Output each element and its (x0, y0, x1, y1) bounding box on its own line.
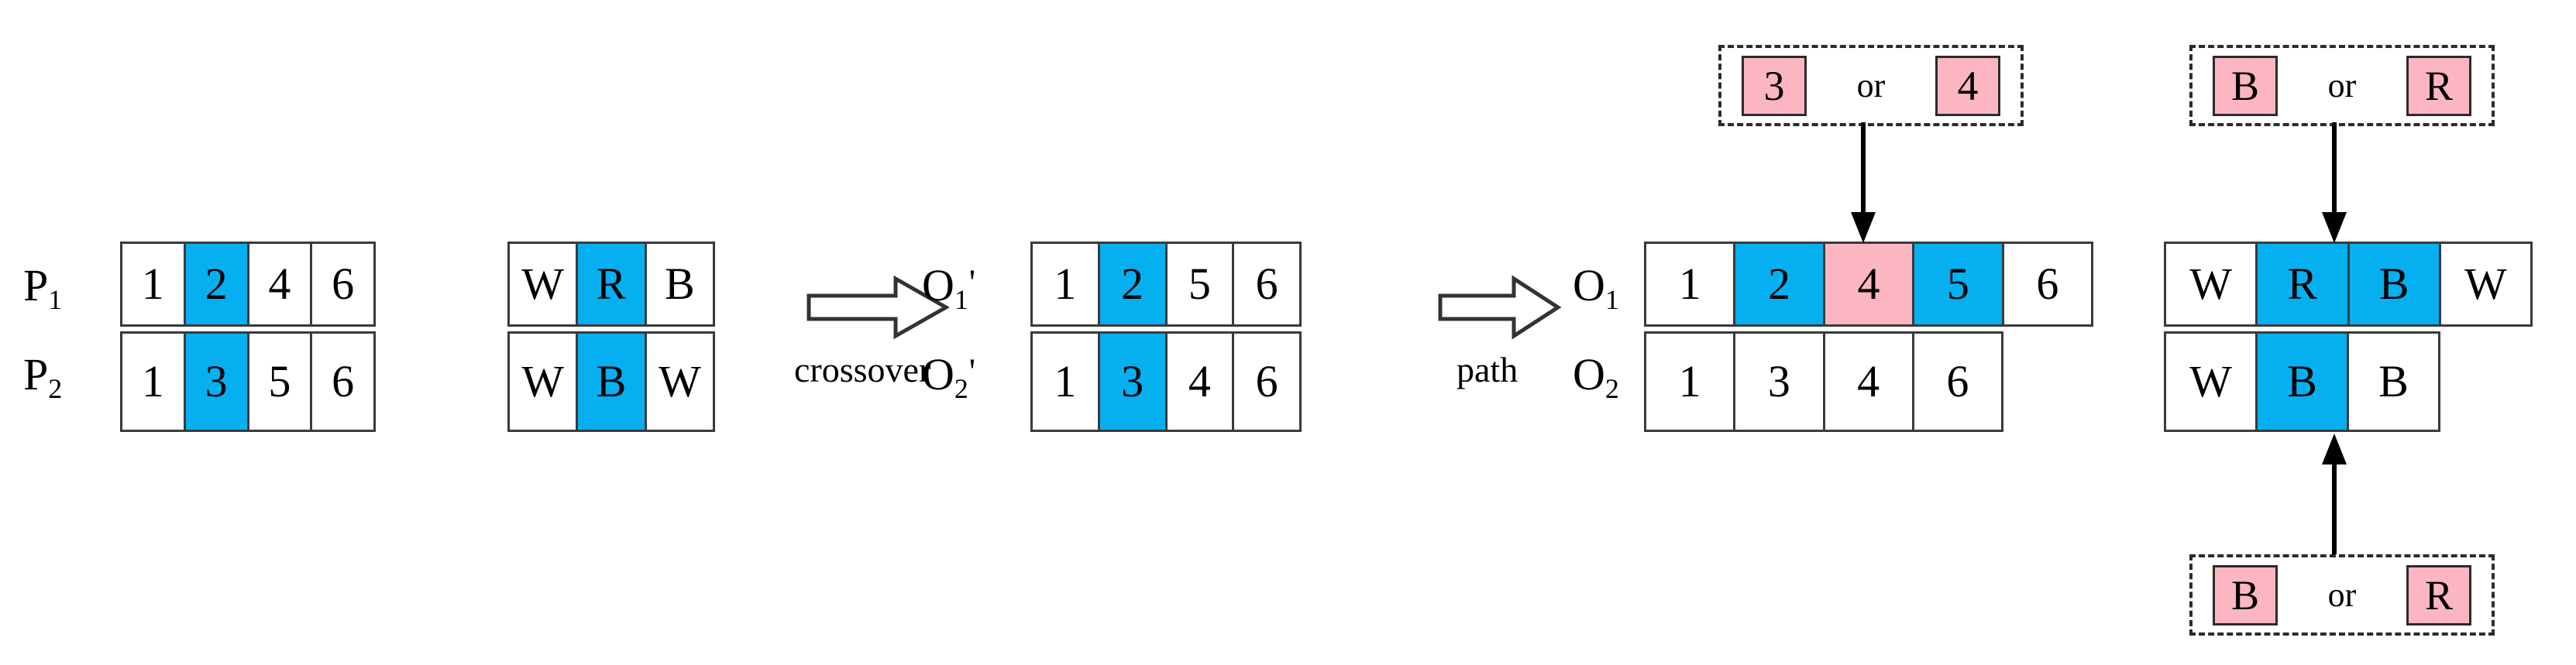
o2-prime-numeric-cell-2: 3 (1099, 334, 1168, 430)
option-chip-left[interactable]: B (2213, 564, 2278, 626)
o1-prime-numeric-cell-2: 2 (1099, 244, 1168, 324)
p2-numeric-cell-1: 1 (122, 334, 186, 430)
p2-color-cell-3: W (646, 334, 713, 430)
result-color-bottom-cell-1: W (2166, 334, 2258, 430)
path-block-arrow-icon (1437, 273, 1562, 342)
row-label-o1-prime: O1' (922, 260, 976, 315)
p2-numeric-cell-2: 3 (185, 334, 249, 430)
option-chip-left[interactable]: B (2213, 55, 2278, 116)
p1-color-cell-2: R (578, 244, 647, 324)
o2-numeric-cell-2: 3 (1735, 334, 1825, 430)
p1-color-cell-3: B (646, 244, 713, 324)
p1-numeric-cell-2: 2 (185, 244, 249, 324)
o1-numeric-cell-1: 1 (1646, 244, 1736, 324)
arrow-up-to-color-strip-bottom-icon (2319, 430, 2350, 554)
p2-color-cell-2: B (578, 334, 647, 430)
option-box-color-bottom[interactable]: B or R (2189, 554, 2495, 636)
o1-numeric-cell-3: 4 (1825, 244, 1915, 324)
p1-numeric-cell-3: 4 (249, 244, 313, 324)
o2-prime-numeric-cell-3: 4 (1167, 334, 1235, 430)
option-conjunction: or (2327, 66, 2357, 105)
o1-prime-numeric-cell-4: 6 (1234, 244, 1299, 324)
o2-numeric-cell-4: 6 (1914, 334, 2001, 430)
option-chip-right[interactable]: R (2406, 564, 2471, 626)
row-label-o2: O2 (1573, 349, 1619, 404)
arrow-down-to-color-strip-icon (2319, 122, 2350, 246)
result-color-top-cell-2: R (2258, 244, 2350, 324)
result-color-bottom-cell-3: B (2349, 334, 2438, 430)
o2-numeric-cell-3: 4 (1825, 334, 1914, 430)
path-caption: path (1457, 350, 1518, 389)
option-box-numeric-top[interactable]: 3 or 4 (1718, 45, 2024, 126)
row-label-o2-prime: O2' (922, 349, 976, 404)
arrow-down-to-o1-pink-cell-icon (1848, 122, 1879, 246)
row-label-o1: O1 (1573, 260, 1619, 315)
p2-numeric-cell-4: 6 (312, 334, 373, 430)
option-chip-left[interactable]: 3 (1742, 55, 1807, 116)
o1-numeric-cell-5: 6 (2003, 244, 2092, 324)
option-conjunction: or (1856, 66, 1886, 105)
result-color-top-cell-1: W (2166, 244, 2258, 324)
option-box-color-top[interactable]: B or R (2189, 45, 2495, 126)
p2-numeric-cell-3: 5 (249, 334, 313, 430)
o1-prime-numeric-cell-3: 5 (1167, 244, 1235, 324)
row-label-p1: P1 (23, 260, 63, 315)
o2-numeric-cell-1: 1 (1646, 334, 1736, 430)
p1-numeric-cell-1: 1 (122, 244, 186, 324)
crossover-caption: crossover (794, 350, 931, 389)
o2-prime-numeric-cell-1: 1 (1033, 334, 1100, 430)
option-chip-right[interactable]: R (2406, 55, 2471, 116)
p1-color-cell-1: W (510, 244, 579, 324)
result-color-bottom-cell-2: B (2258, 334, 2349, 430)
p1-numeric-cell-4: 6 (312, 244, 373, 324)
p2-color-cell-1: W (510, 334, 579, 430)
option-chip-right[interactable]: 4 (1935, 55, 2000, 116)
result-color-top-cell-4: W (2440, 244, 2530, 324)
o2-prime-numeric-cell-4: 6 (1234, 334, 1299, 430)
o1-prime-numeric-cell-1: 1 (1033, 244, 1100, 324)
o1-numeric-cell-2: 2 (1735, 244, 1825, 324)
crossover-block-arrow-icon (806, 273, 951, 342)
row-label-p2: P2 (23, 349, 63, 404)
result-color-top-cell-3: B (2349, 244, 2441, 324)
option-conjunction: or (2327, 575, 2357, 614)
o1-numeric-cell-4: 5 (1914, 244, 2004, 324)
